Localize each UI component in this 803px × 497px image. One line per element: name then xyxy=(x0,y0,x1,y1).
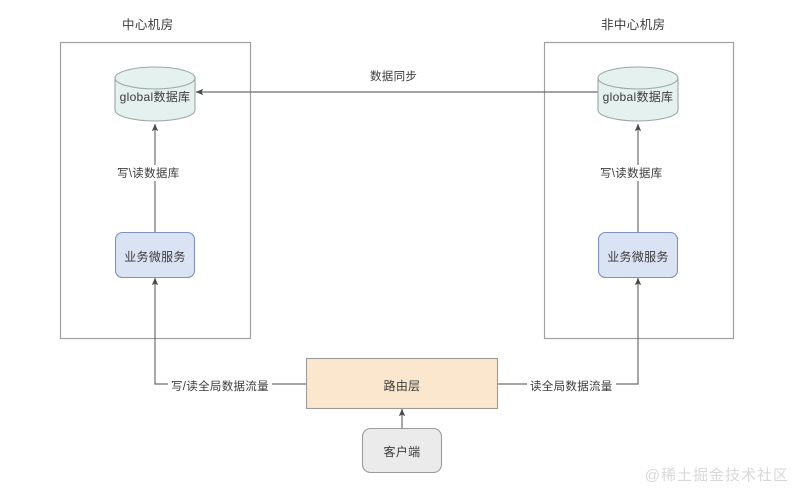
node-client[interactable] xyxy=(361,427,443,474)
edge-sync-label: 数据同步 xyxy=(367,68,421,84)
edge-router-right-line xyxy=(497,277,642,385)
node-db-right[interactable] xyxy=(597,66,679,122)
node-router[interactable] xyxy=(305,357,499,410)
node-router-label: 路由层 xyxy=(383,379,421,393)
zone-non-center-dc-box xyxy=(543,41,735,340)
edge-right-rw-label: 写\读数据库 xyxy=(597,165,666,181)
node-svc-left-label: 业务微服务 xyxy=(124,250,186,264)
node-db-left-label: global数据库 xyxy=(119,90,191,104)
node-db-right-label: global数据库 xyxy=(602,90,674,104)
node-db-left[interactable] xyxy=(114,66,196,122)
node-svc-right-label: 业务微服务 xyxy=(607,250,669,264)
zone-non-center-dc-label: 非中心机房 xyxy=(601,18,666,32)
node-svc-left[interactable] xyxy=(114,231,196,279)
watermark: @稀土掘金技术社区 xyxy=(644,467,789,484)
edge-router-right-label: 读全局数据流量 xyxy=(527,378,616,394)
node-client-label: 客户端 xyxy=(383,445,421,459)
edge-router-left-label: 写/读全局数据流量 xyxy=(168,378,272,394)
zone-center-dc-label: 中心机房 xyxy=(122,18,174,32)
edge-router-left-line xyxy=(151,277,306,385)
node-svc-right[interactable] xyxy=(597,231,679,279)
edge-left-rw-label: 写\读数据库 xyxy=(114,165,183,181)
